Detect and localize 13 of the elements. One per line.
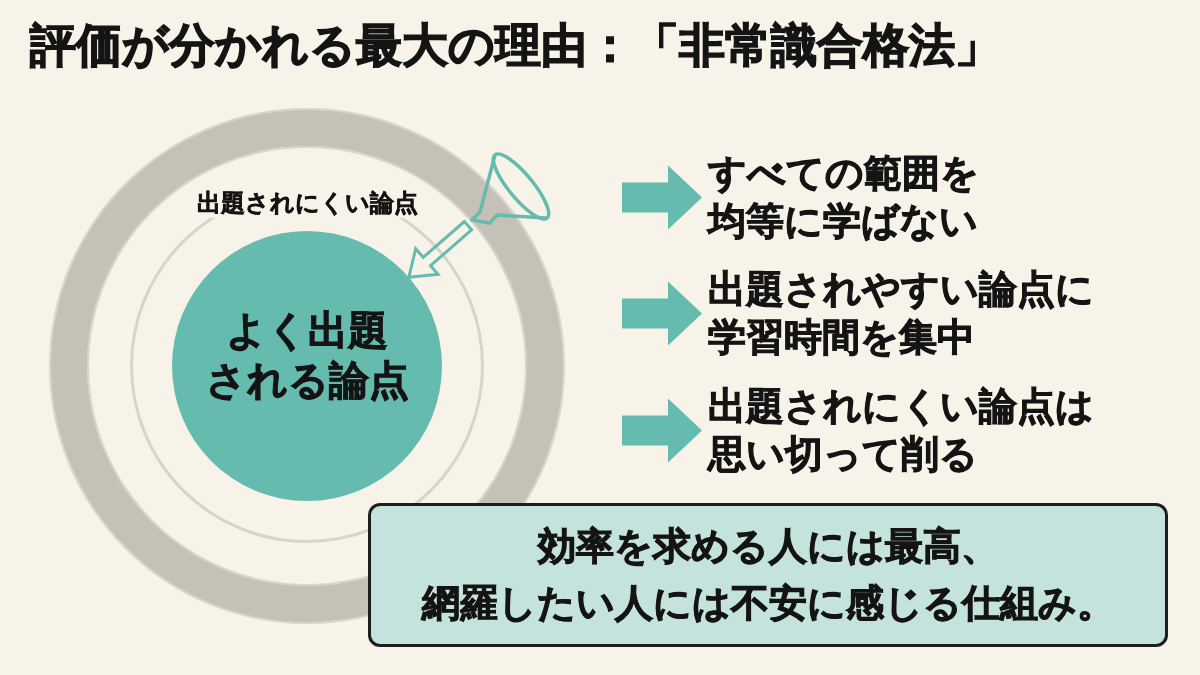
circle-label: よく出題される論点 bbox=[204, 306, 410, 405]
point-text: 出題されにくい論点は思い切って削る bbox=[708, 383, 1115, 478]
arrow bbox=[406, 219, 474, 279]
funnel-icon bbox=[468, 150, 552, 228]
point-text: すべての範囲を均等に学ばない bbox=[708, 150, 997, 245]
inner-ring bbox=[130, 189, 484, 543]
summary-text: 効率を求める人には最高、網羅したい人には不安に感じる仕組み。 bbox=[420, 523, 1116, 627]
arrow bbox=[622, 281, 702, 346]
arrow bbox=[622, 398, 702, 463]
arrow bbox=[622, 165, 702, 230]
point-text: 出題されやすい論点に学習時間を集中 bbox=[708, 266, 1115, 361]
summary-box bbox=[368, 503, 1168, 647]
title: 評価が分かれる最大の理由：「非常識合格法」 bbox=[30, 18, 1001, 74]
